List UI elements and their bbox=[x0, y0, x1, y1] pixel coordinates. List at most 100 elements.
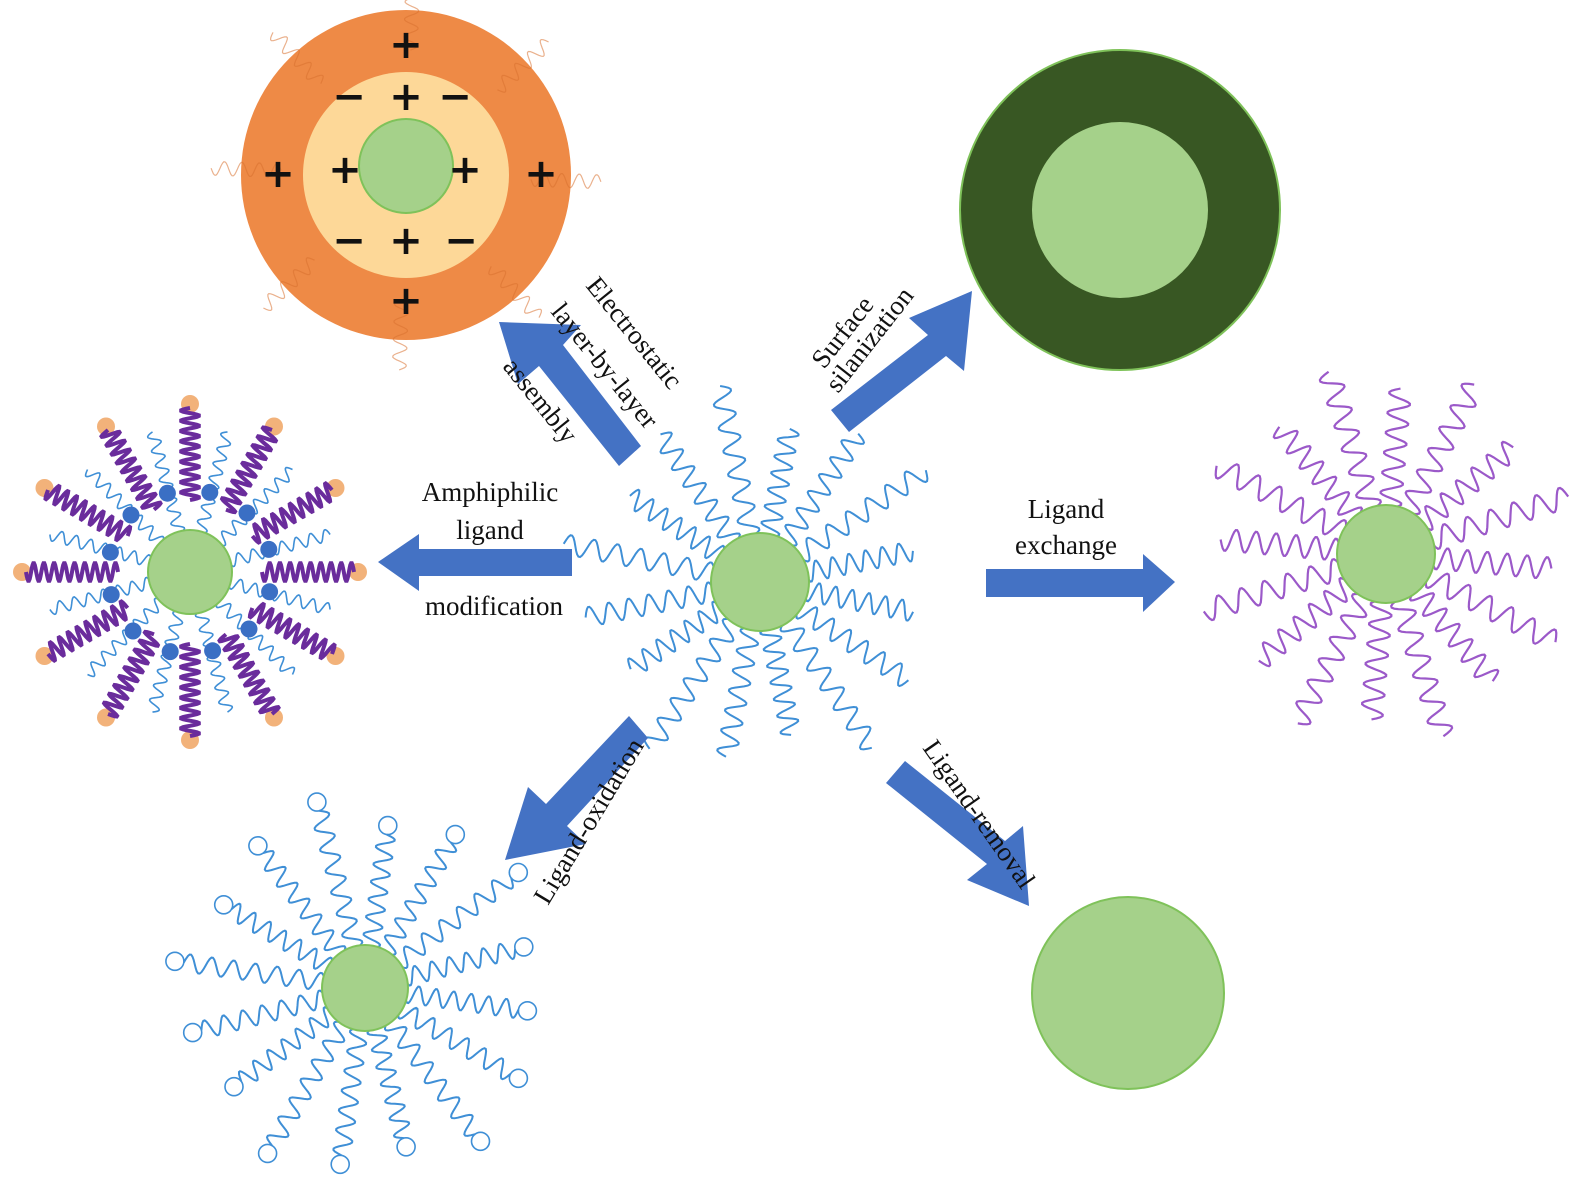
arrow-ligand-removal bbox=[886, 761, 1029, 906]
label-exchange-line1: Ligand bbox=[1028, 494, 1105, 524]
oxidized-ligand-chain bbox=[265, 1020, 346, 1147]
oxidized-end-loop bbox=[257, 1143, 278, 1164]
oxidized-end-loop bbox=[445, 824, 466, 845]
oxidized-end-loop bbox=[517, 1000, 538, 1021]
ligand-exchange-ligands bbox=[1202, 370, 1570, 738]
arrow-electrostatic-assembly bbox=[499, 322, 641, 466]
polyelectrolyte-texture bbox=[497, 38, 549, 93]
ligand-chain bbox=[784, 432, 866, 547]
label-exchange-line2: exchange bbox=[1015, 530, 1117, 560]
arrow-amphiphilic-modification bbox=[378, 534, 572, 591]
minus-sign: − bbox=[332, 218, 366, 264]
ligand-chain bbox=[779, 619, 873, 751]
oxidized-ligand-chain bbox=[397, 1006, 512, 1081]
plus-sign: + bbox=[448, 147, 482, 193]
hydrophilic-head bbox=[265, 708, 283, 727]
exchanged-ligand-chain bbox=[1214, 463, 1348, 536]
ligand-chain bbox=[760, 428, 800, 538]
ligand-chain bbox=[795, 606, 910, 688]
ligand-chain bbox=[584, 581, 716, 626]
oxidized-ligand-chain bbox=[362, 833, 396, 950]
inner-ligand-chain bbox=[87, 597, 163, 678]
label-amphiphilic-line3: modification bbox=[425, 591, 563, 621]
polyelectrolyte-texture bbox=[269, 32, 324, 84]
minus-sign: − bbox=[438, 74, 472, 120]
amphiphilic-polymer-coil bbox=[260, 561, 356, 583]
amphiphilic-polymer-coil bbox=[217, 632, 281, 716]
anchor-bead bbox=[101, 543, 119, 561]
inner-ligand-chain bbox=[49, 530, 153, 566]
polyelectrolyte-texture bbox=[488, 266, 543, 318]
exchanged-ligand-chain bbox=[1420, 440, 1514, 532]
oxidized-ligand-chain bbox=[230, 902, 333, 970]
plus-sign: + bbox=[389, 74, 423, 120]
bare-nanoparticle bbox=[1031, 896, 1225, 1090]
label-amphiphilic-line1: Amphiphilic bbox=[422, 477, 559, 507]
oxidized-end-loop bbox=[396, 1137, 416, 1157]
anchor-bead bbox=[122, 506, 140, 524]
inner-ligand-chain bbox=[217, 466, 293, 547]
polyelectrolyte-texture bbox=[530, 172, 602, 189]
oxidized-ligand-chain bbox=[383, 841, 458, 956]
anchor-bead bbox=[260, 540, 278, 558]
polyelectrolyte-texture bbox=[403, 0, 420, 51]
exchanged-ligand-chain bbox=[1295, 592, 1368, 726]
arrow-ligand-exchange bbox=[986, 554, 1175, 612]
ligand-chain bbox=[797, 469, 929, 563]
amphiphilic-polymer-coil bbox=[43, 483, 133, 543]
oxidized-end-loop bbox=[182, 1022, 203, 1043]
anchor-bead bbox=[238, 504, 256, 522]
exchanged-ligand-chain bbox=[1430, 547, 1553, 580]
ligand-chain bbox=[643, 617, 735, 750]
oxidized-ligand-chain bbox=[383, 1019, 476, 1137]
polyelectrolyte-texture bbox=[210, 161, 282, 178]
exchanged-ligand-chain bbox=[1390, 597, 1454, 738]
oxidized-ligand-chain bbox=[182, 953, 327, 990]
plus-sign: + bbox=[389, 22, 423, 68]
polyelectrolyte-texture bbox=[263, 257, 315, 312]
oxidized-ligand-chain bbox=[403, 985, 520, 1019]
amphiphilic-polymer-coil bbox=[247, 601, 337, 661]
exchanged-ligand-chain bbox=[1318, 370, 1382, 511]
inner-ligand-chain bbox=[227, 528, 331, 568]
lbl-outer-polyelectrolyte-texture bbox=[210, 0, 602, 371]
oxidized-end-loop bbox=[377, 815, 398, 836]
anchor-bead bbox=[102, 586, 120, 604]
ligand-chain bbox=[759, 626, 800, 736]
exchanged-ligand-chain bbox=[1408, 588, 1500, 682]
plus-sign: + bbox=[261, 151, 295, 197]
exchanged-ligand-chain bbox=[1258, 576, 1352, 668]
minus-sign: − bbox=[444, 218, 478, 264]
ligand-chain bbox=[804, 542, 914, 583]
oxidized-end-loop bbox=[508, 1068, 529, 1089]
oxidized-end-loop bbox=[224, 1076, 244, 1097]
inner-ligand-chain bbox=[148, 609, 184, 713]
inner-ligand-chain bbox=[215, 599, 296, 675]
oxidized-ligand-chain bbox=[263, 850, 347, 957]
oxidized-ligand-chain bbox=[366, 1025, 411, 1140]
arrow-ligand-oxidation bbox=[505, 716, 648, 860]
anchor-bead bbox=[204, 642, 222, 660]
ligand-chain bbox=[562, 534, 716, 581]
lbl-assembled-particle: + + − − + + + + − + − + bbox=[210, 0, 602, 371]
ligand-chain bbox=[629, 488, 726, 560]
oxidized-end-loop bbox=[165, 951, 185, 972]
inner-ligand-chain bbox=[194, 609, 234, 713]
silanized-core bbox=[1032, 122, 1208, 298]
label-amphiphilic-line2: ligand bbox=[456, 515, 524, 545]
anchor-bead bbox=[261, 583, 279, 601]
exchanged-ligand-chain bbox=[1202, 558, 1343, 622]
oxidized-end-loop bbox=[330, 1154, 351, 1175]
oxidized-ligand-chain bbox=[313, 809, 364, 951]
inner-ligand-chain bbox=[196, 431, 232, 535]
oxidized-ligand-chain bbox=[332, 1026, 368, 1157]
amphiphilic-polymer-coil bbox=[250, 481, 334, 545]
oxidized-ligand-chain bbox=[200, 989, 328, 1037]
oxidized-ligand-chain bbox=[402, 942, 517, 987]
oxidized-end-loop bbox=[508, 862, 529, 883]
inner-ligand-chain bbox=[227, 578, 331, 614]
amphiphilic-nanoparticle-core bbox=[147, 529, 233, 615]
plus-sign: + bbox=[524, 151, 558, 197]
lbl-core bbox=[358, 118, 454, 214]
minus-sign: − bbox=[332, 74, 366, 120]
